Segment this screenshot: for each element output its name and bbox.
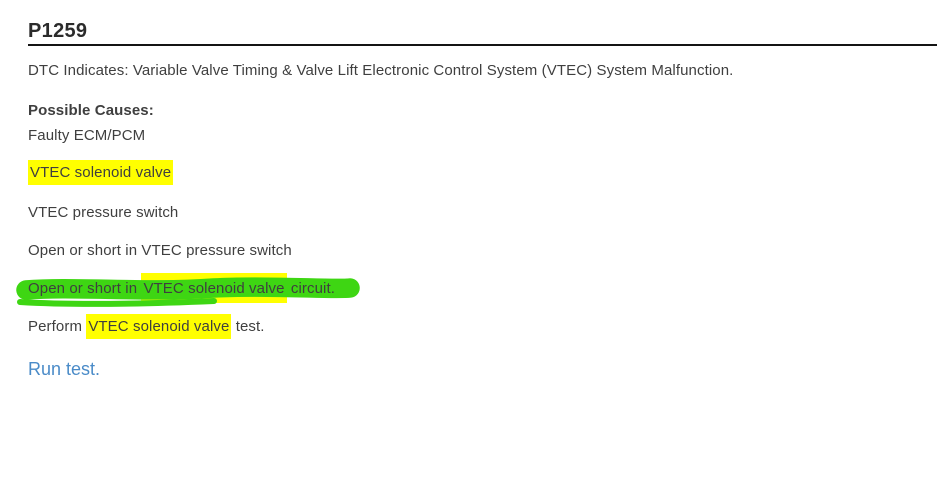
dtc-description: DTC Indicates: Variable Valve Timing & V… (28, 62, 734, 79)
cause-open-short-solenoid-circuit: Open or short in VTEC solenoid valve cir… (16, 273, 360, 307)
yellow-highlight: VTEC solenoid valve (28, 160, 174, 185)
title-rule (28, 44, 937, 46)
cause-open-short-pressure-switch: Open or short in VTEC pressure switch (28, 242, 292, 259)
yellow-highlight: VTEC solenoid valve (86, 314, 232, 339)
possible-causes-heading: Possible Causes: (28, 102, 154, 119)
cause-open-short-solenoid-text: Open or short in VTEC solenoid valve cir… (28, 280, 335, 297)
perform-test-line: Perform VTEC solenoid valve test. (28, 314, 265, 339)
cause-vtec-solenoid-valve: VTEC solenoid valve (28, 160, 174, 185)
page-title: P1259 (28, 20, 88, 42)
cause-faulty-ecm-pcm: Faulty ECM/PCM (28, 127, 146, 144)
yellow-highlight: VTEC solenoid valve (143, 280, 285, 297)
cause-vtec-pressure-switch: VTEC pressure switch (28, 204, 179, 221)
run-test-link[interactable]: Run test. (28, 359, 101, 379)
